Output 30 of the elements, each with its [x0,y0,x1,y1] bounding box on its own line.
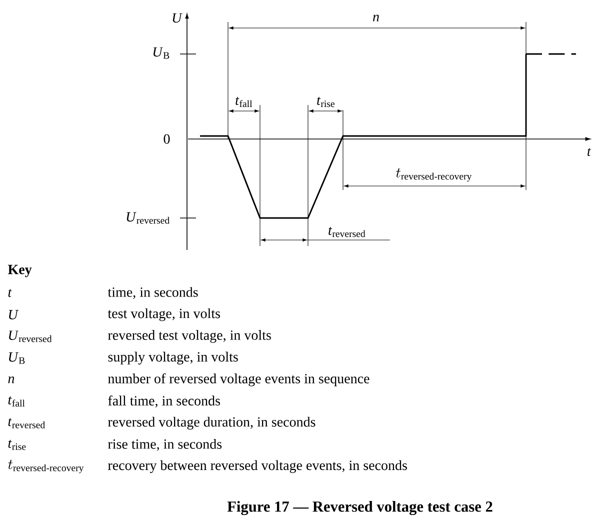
key-symbol: t$_{rise}$ [8,440,26,450]
key-description: number of reversed voltage events in sequence [108,373,370,386]
tick-label: 0 [164,134,170,144]
key-description: supply voltage, in volts [108,352,238,364]
dimension-label: n [373,14,379,22]
caption: Figure 17 — Reversed voltage test case 2 [227,501,492,516]
key-symbol: t$_{reversed}$ [8,418,45,428]
axis-label: U [172,13,182,23]
axis-label: t [588,148,592,156]
key-symbol: U$_{B}$ [9,352,25,364]
tick-label: U$_{B}$ [153,47,170,59]
tick-label: U$_{reversed}$ [126,212,170,224]
key-description: time, in seconds [108,287,198,299]
key-description: rise time, in seconds [108,438,222,451]
key-description: recovery between reversed voltage events, in seconds [108,460,407,473]
key-symbol: U$_{reversed}$ [9,330,52,342]
dimension-label: $t_{\mathrm{reversed\text{-}recovery}}$ [396,168,472,182]
key-heading: Key [8,264,32,278]
key-description: reversed voltage duration, in seconds [108,416,316,430]
key-description: fall time, in seconds [108,396,220,408]
dimension-label: t$_{fall}$ [236,96,252,108]
dimension-label: t$_{reversed}$ [328,226,366,238]
key-symbol: U [9,310,19,320]
dimension-label: t$_{rise}$ [317,96,334,108]
key-description: reversed test voltage, in volts [108,330,271,343]
key-symbol: t [8,289,12,298]
key-symbol: $t_{\mathrm{reversed\text{-}recovery}}$ [8,460,84,474]
key-symbol: t$_{fall}$ [8,396,25,407]
key-description: test voltage, in volts [108,308,220,322]
key-symbol: n [8,376,14,384]
